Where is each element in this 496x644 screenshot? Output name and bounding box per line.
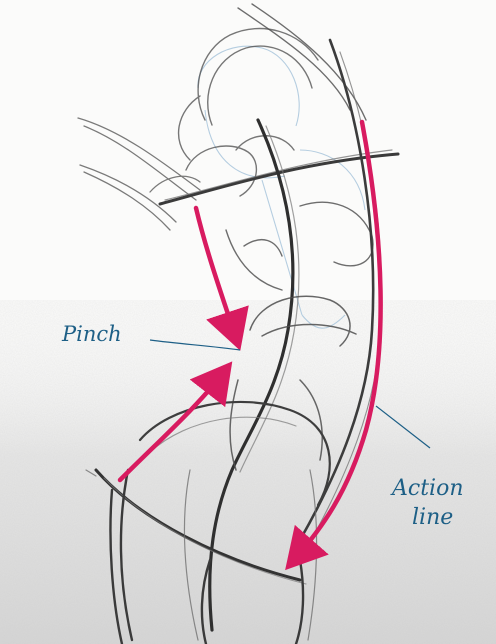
action-label-line1: Action xyxy=(390,476,464,501)
action-label-line2: line xyxy=(412,505,453,530)
paper-grain xyxy=(0,300,496,644)
pinch-label: Pinch xyxy=(61,322,122,346)
